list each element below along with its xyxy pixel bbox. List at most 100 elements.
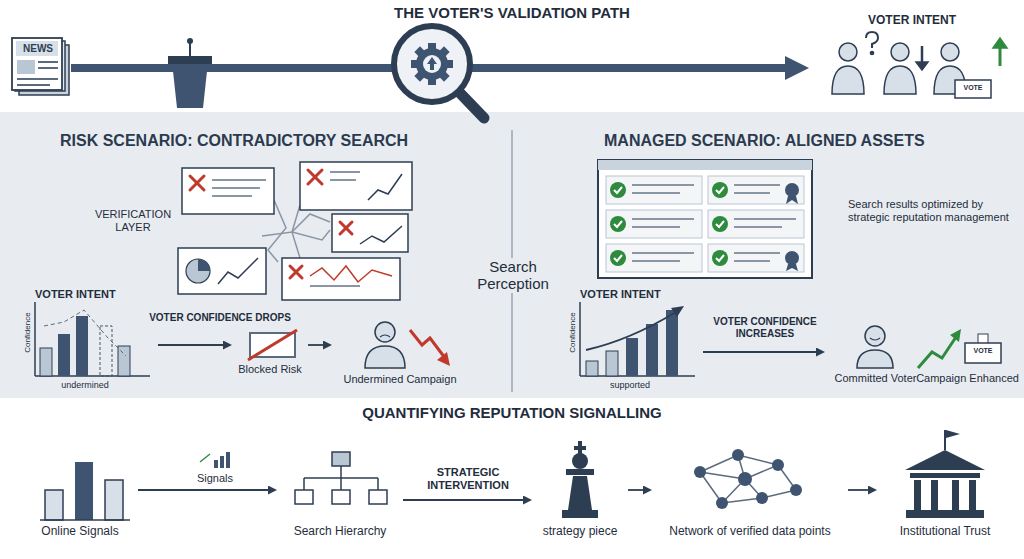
- verified-network-icon-part: [694, 449, 802, 509]
- committed-voter-icon: [857, 326, 893, 368]
- signals-mini-chart-part: [226, 452, 230, 468]
- search-results-screen-part: [598, 160, 812, 170]
- node-heading: Blocked Risk: [235, 363, 305, 376]
- online-signals: Online Signals: [25, 440, 135, 541]
- connector-label: Signals: [185, 472, 245, 485]
- hierarchy-tree-part: [340, 478, 342, 490]
- chess-king-icon-part: [572, 453, 588, 469]
- verified-network-icon: [694, 449, 802, 509]
- undermined-bar-chart-part: [76, 316, 88, 376]
- search-results-screen-part-part: [606, 176, 702, 204]
- search-results-screen-part-part: [614, 187, 622, 193]
- undermined-campaign: Undermined Campaign: [335, 318, 465, 393]
- verified-network-icon-part-part: [738, 455, 778, 465]
- confidence-chart: VOTER INTENTConfidencesupported: [560, 288, 700, 393]
- verified-network-icon-part-part: [700, 455, 738, 472]
- online-signals-bars-part: [105, 480, 123, 520]
- section-heading: QUANTIFYING REPUTATION SIGNALLING: [0, 404, 1024, 421]
- magnifier-gear-icon-part-part: [423, 55, 441, 73]
- committed-voter: Committed Voter: [828, 320, 923, 390]
- committed-voter-icon-part: [870, 338, 880, 340]
- supported-bar-chart-part: [586, 361, 598, 376]
- undermined-campaign-icon-part: [380, 335, 390, 337]
- node-text: Confidence: [568, 298, 577, 368]
- broken-search-windows-part: [212, 172, 360, 286]
- connector-label: VOTER CONFIDENCE DROPS: [145, 312, 295, 324]
- undermined-bar-chart-part: [34, 302, 36, 376]
- voter-icons-part: [993, 38, 1007, 48]
- search-results-screen-part-part: [734, 260, 770, 262]
- broken-search-windows-part-part: [332, 214, 408, 252]
- newspaper-icon-part: [17, 84, 50, 86]
- broken-search-windows-part: [190, 170, 352, 278]
- search-results-screen-part-part: [708, 210, 804, 238]
- broken-search-windows-part: [218, 258, 258, 284]
- supported-bar-chart-part: [671, 306, 684, 317]
- blocked-risk-icon: [248, 330, 297, 360]
- magnifier-gear-icon-part: [411, 43, 453, 85]
- flow-arrow: [138, 489, 268, 491]
- chess-king-icon: [562, 441, 598, 518]
- voter-icons-part: [870, 51, 873, 54]
- node-text: VOTE: [955, 84, 991, 92]
- broken-search-windows-part-part: [340, 222, 352, 234]
- institution-building-icon-part: [905, 450, 985, 470]
- campaign-enhanced-icon: [918, 329, 1001, 368]
- search-results-screen-part-part: [632, 226, 680, 228]
- search-results-screen-part-part: [734, 252, 780, 254]
- institution-building-icon-part: [946, 430, 960, 438]
- strategy-piece: strategy piece: [535, 440, 625, 541]
- institution-building-icon-part: [969, 480, 976, 510]
- search-results-screen-part-part: [712, 216, 728, 232]
- campaign-enhanced: VOTECampaign Enhanced: [915, 320, 1020, 390]
- search-results-screen-part: [606, 176, 804, 272]
- institution-building-icon-part: [931, 480, 938, 510]
- campaign-enhanced-icon-part: [918, 337, 956, 368]
- voter-icons: [832, 32, 1007, 98]
- verified-network-icon-part-part: [732, 449, 744, 461]
- magnifier-gear-icon: [394, 26, 484, 118]
- online-signals-bars: [40, 462, 130, 520]
- committed-voter-icon-part: [857, 350, 893, 368]
- hierarchy-tree-part: [332, 490, 350, 504]
- search-results-screen-part-part: [632, 260, 680, 262]
- verified-network-icon-part-part: [694, 466, 706, 478]
- verified-network-icon-part-part: [790, 484, 802, 496]
- undermined-bar-chart: [35, 302, 150, 376]
- broken-search-windows-part-part: [300, 162, 412, 210]
- newspaper-icon: [12, 38, 69, 95]
- search-results-screen-part: [785, 251, 799, 265]
- undermined-bar-chart-part: [118, 346, 130, 376]
- broken-search-windows-part-part: [290, 266, 302, 278]
- newspaper-icon-part: [38, 67, 58, 69]
- broken-search-windows-part: [178, 162, 412, 300]
- signals-mini-chart-part: [214, 460, 218, 468]
- voter-icons-part: [955, 80, 991, 98]
- search-results-screen-part-part: [614, 221, 622, 227]
- news-icon: NEWS: [12, 38, 68, 96]
- search-results-screen-part-part: [716, 255, 724, 261]
- search-results-screen-part-part: [632, 184, 694, 186]
- broken-search-windows-part-part: [182, 168, 274, 214]
- supported-bar-chart-part: [606, 351, 618, 376]
- flow-arrow: [308, 344, 323, 346]
- connector-label: VOTER CONFIDENCE INCREASES: [705, 316, 825, 339]
- undermined-campaign-icon-part: [365, 346, 405, 368]
- layer-label: VERIFICATION LAYER: [88, 208, 178, 233]
- broken-search-windows-part-part: [282, 258, 400, 300]
- broken-search-windows-part-part: [308, 170, 322, 184]
- supported-bar-chart: [580, 302, 695, 376]
- node-heading: strategy piece: [535, 525, 625, 539]
- blocked-risk-icon-part: [248, 330, 297, 360]
- podium-icon: [168, 38, 212, 108]
- newspaper-icon-part: [17, 60, 35, 74]
- broken-search-windows-part-part: [178, 248, 266, 294]
- broken-search-windows-part-part: [290, 266, 302, 278]
- verified-network-icon-part-part: [716, 497, 728, 509]
- search-results-screen-part-part: [632, 192, 680, 194]
- broken-search-windows-part-part: [190, 176, 204, 190]
- node-heading: Institutional Trust: [880, 525, 1010, 539]
- magnifier-gear-icon-part-part: [416, 48, 448, 80]
- signals-mini-chart-part: [200, 454, 210, 462]
- node-text: Confidence: [23, 298, 32, 368]
